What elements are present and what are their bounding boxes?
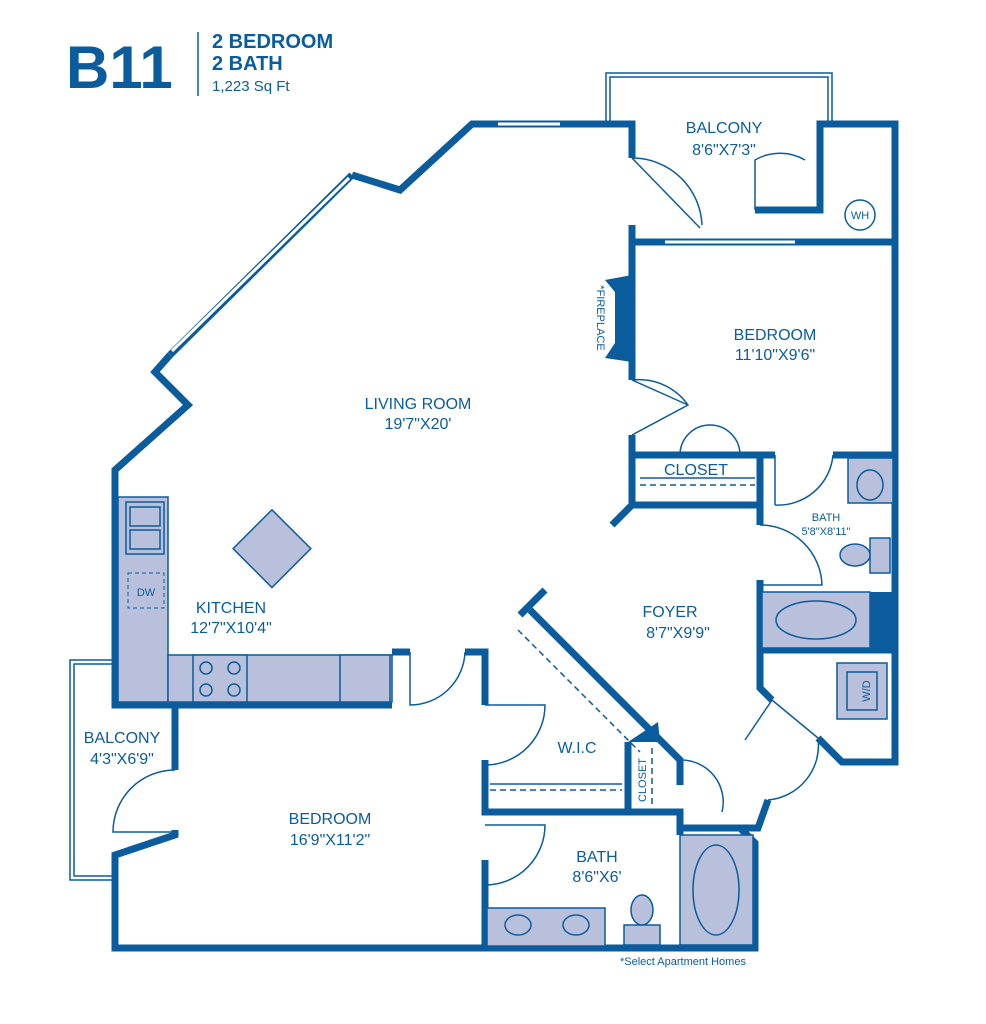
stove-icon bbox=[192, 654, 248, 703]
wall-bottom bbox=[111, 798, 772, 952]
balcony-top-name: BALCONY bbox=[686, 120, 763, 137]
burner bbox=[199, 683, 213, 697]
wall-wic-bath bbox=[481, 760, 684, 835]
fridge-icon bbox=[339, 654, 391, 703]
door-bedroom1[interactable] bbox=[631, 378, 690, 436]
closet2-label: CLOSET bbox=[637, 758, 649, 802]
door-wic[interactable] bbox=[484, 704, 546, 766]
closet1-label: CLOSET bbox=[664, 462, 728, 479]
door-bath1[interactable] bbox=[759, 524, 823, 586]
wall-foyer-right bbox=[756, 650, 775, 703]
dishwasher-icon bbox=[127, 572, 165, 609]
bath1-name: BATH bbox=[812, 512, 841, 524]
closet-corner bbox=[609, 502, 635, 528]
door-bath1-shower[interactable] bbox=[774, 454, 834, 506]
tub-wall bbox=[870, 592, 893, 648]
bedroom1-dims: 11'10"X9'6" bbox=[735, 347, 815, 364]
closet-wall bbox=[628, 435, 764, 525]
bath2-name: BATH bbox=[576, 849, 617, 866]
living-name: LIVING ROOM bbox=[365, 396, 472, 413]
wic-corner bbox=[628, 722, 660, 742]
bath1-dims: 5'8"X8'11" bbox=[801, 526, 850, 538]
balcony-top-dims: 8'6"X7'3" bbox=[692, 142, 756, 159]
door-closet2[interactable] bbox=[679, 759, 724, 813]
toilet-tank bbox=[869, 537, 891, 574]
toilet2-tank bbox=[623, 924, 661, 946]
bedrooms-label: 2 BEDROOM bbox=[212, 31, 333, 53]
bath1-basin bbox=[856, 469, 884, 501]
dw-label: DW bbox=[137, 587, 156, 599]
double-vanity bbox=[486, 907, 606, 947]
foyer-dims: 8'7"X9'9" bbox=[646, 625, 710, 642]
balcony-top-rail bbox=[609, 76, 829, 124]
balcony-left-name: BALCONY bbox=[84, 730, 161, 747]
door-bedroom2[interactable] bbox=[409, 651, 466, 706]
door-balcony[interactable] bbox=[631, 157, 703, 229]
burner bbox=[227, 661, 241, 675]
kitchen-name: KITCHEN bbox=[196, 600, 266, 617]
area-label: 1,223 Sq Ft bbox=[212, 78, 290, 95]
plan-code: B11 bbox=[66, 34, 173, 101]
door-entry[interactable] bbox=[744, 699, 820, 801]
tub-basin bbox=[775, 600, 857, 640]
toilet-icon bbox=[839, 543, 871, 567]
wall-bedroom-top bbox=[171, 701, 392, 770]
wd-label: W/D bbox=[861, 680, 873, 701]
balcony-left-rail bbox=[73, 663, 115, 877]
door-closet1[interactable] bbox=[679, 424, 741, 456]
kitchen-island bbox=[231, 508, 312, 589]
vanity-sink bbox=[504, 914, 532, 936]
burner bbox=[199, 661, 213, 675]
toilet2-icon bbox=[630, 894, 654, 926]
wall-kitchen-left bbox=[111, 500, 175, 709]
bath1-sink bbox=[847, 457, 894, 504]
wic-label: W.I.C bbox=[557, 740, 596, 757]
sink-basin-2 bbox=[129, 529, 161, 550]
bedroom2-name: BEDROOM bbox=[289, 811, 372, 828]
sink-basin-1 bbox=[129, 506, 161, 527]
sink-icon bbox=[125, 501, 165, 555]
bath2-dims: 8'6"X6' bbox=[572, 869, 621, 886]
burner bbox=[227, 683, 241, 697]
water-heater-icon bbox=[844, 199, 876, 231]
vanity-sink bbox=[562, 914, 590, 936]
foyer-name: FOYER bbox=[642, 604, 697, 621]
wall-left-upper bbox=[111, 352, 194, 500]
door-bath2[interactable] bbox=[484, 824, 546, 886]
fireplace-label: *FIREPLACE bbox=[594, 285, 606, 350]
bedroom1-name: BEDROOM bbox=[734, 327, 817, 344]
door-wh[interactable] bbox=[754, 152, 806, 210]
wic-diag-top bbox=[517, 587, 548, 618]
footnote: *Select Apartment Homes bbox=[620, 956, 746, 968]
balcony-left-dims: 4'3"X6'9" bbox=[90, 751, 154, 768]
bedroom2-dims: 16'9"X11'2" bbox=[290, 832, 370, 849]
balcony-left-outline bbox=[69, 659, 115, 881]
wd-inner bbox=[846, 671, 878, 711]
kitchen-dims: 12'7"X10'4" bbox=[190, 620, 272, 637]
wall-top bbox=[350, 120, 636, 194]
living-window-glass bbox=[170, 176, 351, 353]
wic-diag-rod bbox=[517, 629, 641, 753]
tub2-basin bbox=[692, 844, 740, 936]
living-dims: 19'7"X20' bbox=[385, 416, 452, 433]
wh-label: WH bbox=[851, 210, 869, 222]
door-balcony-left[interactable] bbox=[112, 769, 176, 833]
fireplace-icon bbox=[605, 275, 632, 362]
balcony-top-outline bbox=[605, 72, 833, 124]
baths-label: 2 BATH bbox=[212, 53, 283, 75]
bathtub2-icon bbox=[679, 834, 754, 946]
wic-wall-top bbox=[465, 648, 489, 705]
